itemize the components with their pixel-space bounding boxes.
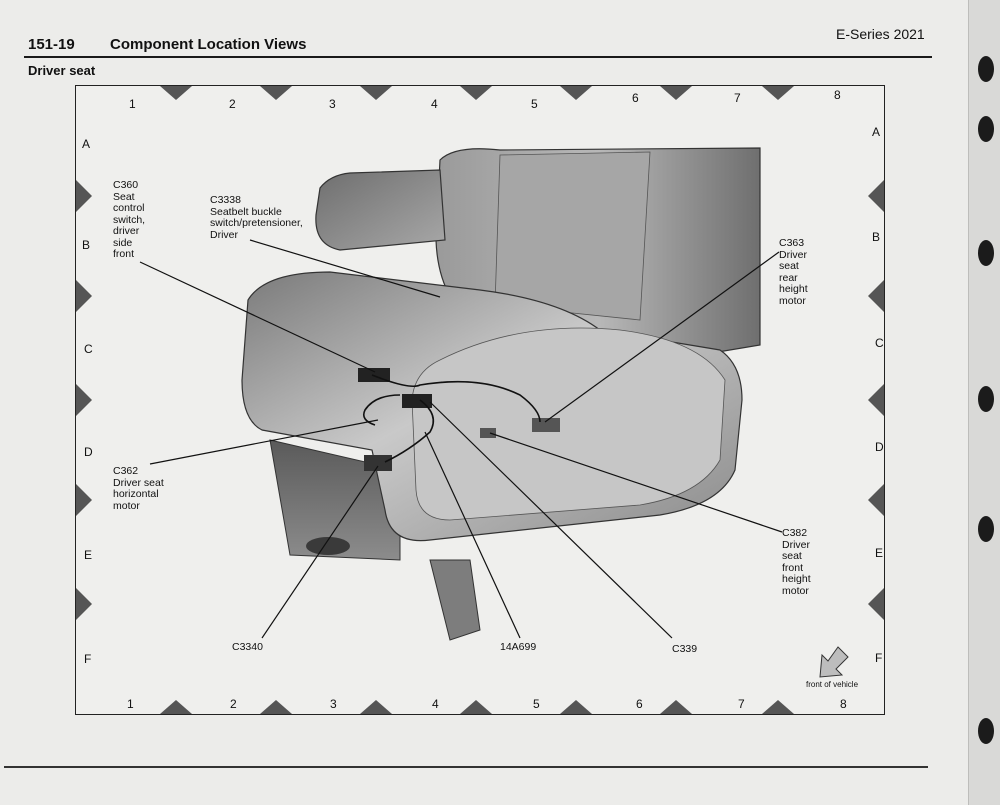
zone-marker (160, 86, 192, 100)
grid-row-label: B (872, 230, 881, 244)
wiring-harness (371, 374, 541, 423)
grid-row-label: B (82, 238, 91, 252)
grid-column-label: 8 (834, 88, 841, 102)
grid-column-label: 3 (329, 97, 336, 111)
grid-column-label: 5 (533, 697, 540, 711)
grid-column-label: 2 (229, 97, 236, 111)
leader-c360 (139, 261, 376, 373)
zone-marker (868, 588, 884, 620)
zone-marker (76, 484, 92, 516)
zone-marker (560, 86, 592, 100)
zone-marker (868, 384, 884, 416)
grid-column-label: 5 (531, 97, 538, 111)
grid-row-label: D (875, 440, 884, 454)
zone-marker (76, 280, 92, 312)
binding-hole (978, 56, 994, 82)
backrest-panel (494, 151, 651, 321)
zone-marker (360, 86, 392, 100)
grid-column-label: 4 (432, 697, 439, 711)
leader-14a699 (424, 431, 521, 639)
leader-c362 (149, 419, 379, 465)
zone-marker (762, 700, 794, 714)
header-rule (24, 56, 932, 58)
footer-rule (4, 766, 928, 768)
grid-row-label: D (84, 445, 93, 459)
zone-marker (868, 484, 884, 516)
grid-row-label: A (872, 125, 881, 139)
grid-column-label: 2 (230, 697, 237, 711)
zone-marker (560, 700, 592, 714)
section-number: 151-19 (28, 36, 75, 53)
grid-row-label: E (84, 548, 93, 562)
binding-hole (978, 718, 994, 744)
zone-marker (76, 588, 92, 620)
leader-c363 (544, 251, 780, 423)
grid-row-label: F (84, 652, 92, 666)
zone-marker (360, 700, 392, 714)
grid-column-label: 3 (330, 697, 337, 711)
callout-14a699: 14A699 (500, 641, 537, 653)
zone-marker (76, 180, 92, 212)
seat-rail (429, 559, 481, 641)
zone-marker (76, 384, 92, 416)
leader-c339 (429, 401, 673, 639)
zone-marker (868, 280, 884, 312)
grid-row-label: F (875, 651, 883, 665)
page-title: Component Location Views (110, 36, 307, 53)
c363-connector (532, 418, 560, 432)
zone-marker (260, 86, 292, 100)
zone-marker (660, 700, 692, 714)
c382-connector (480, 428, 496, 438)
grid-column-label: 6 (636, 697, 643, 711)
zone-marker (762, 86, 794, 100)
zone-marker (260, 700, 292, 714)
grid-column-label: 8 (840, 697, 847, 711)
grid-row-label: C (875, 336, 884, 350)
grid-column-label: 7 (738, 697, 745, 711)
binding-hole (978, 386, 994, 412)
binding-hole (978, 516, 994, 542)
grid-column-label: 1 (127, 697, 134, 711)
grid-row-label: E (875, 546, 884, 560)
seat-armrest (315, 169, 446, 251)
grid-row-label: A (82, 137, 91, 151)
zone-marker (868, 180, 884, 212)
seat-foot (306, 537, 350, 555)
zone-marker (660, 86, 692, 100)
zone-marker (460, 86, 492, 100)
arrow-down-left-icon (819, 646, 849, 678)
leader-c3338 (249, 239, 441, 298)
grid-column-label: 7 (734, 91, 741, 105)
grid-column-label: 6 (632, 91, 639, 105)
section-title: Driver seat (28, 63, 96, 78)
callout-c3340: C3340 (232, 641, 263, 653)
grid-row-label: C (84, 342, 93, 356)
leader-c382 (489, 432, 783, 533)
front-of-vehicle-label: front of vehicle (806, 680, 859, 689)
vehicle-model: E-Series 2021 (836, 26, 925, 42)
binding-hole (978, 240, 994, 266)
binding-hole (978, 116, 994, 142)
leader-c3340 (261, 465, 379, 639)
grid-column-label: 4 (431, 97, 438, 111)
zone-marker (460, 700, 492, 714)
seat-side-shield (411, 327, 726, 521)
c3340-connector (364, 455, 392, 471)
callout-c339: C339 (672, 643, 698, 655)
zone-marker (160, 700, 192, 714)
wiring-harness (384, 399, 435, 463)
grid-column-label: 1 (129, 97, 136, 111)
